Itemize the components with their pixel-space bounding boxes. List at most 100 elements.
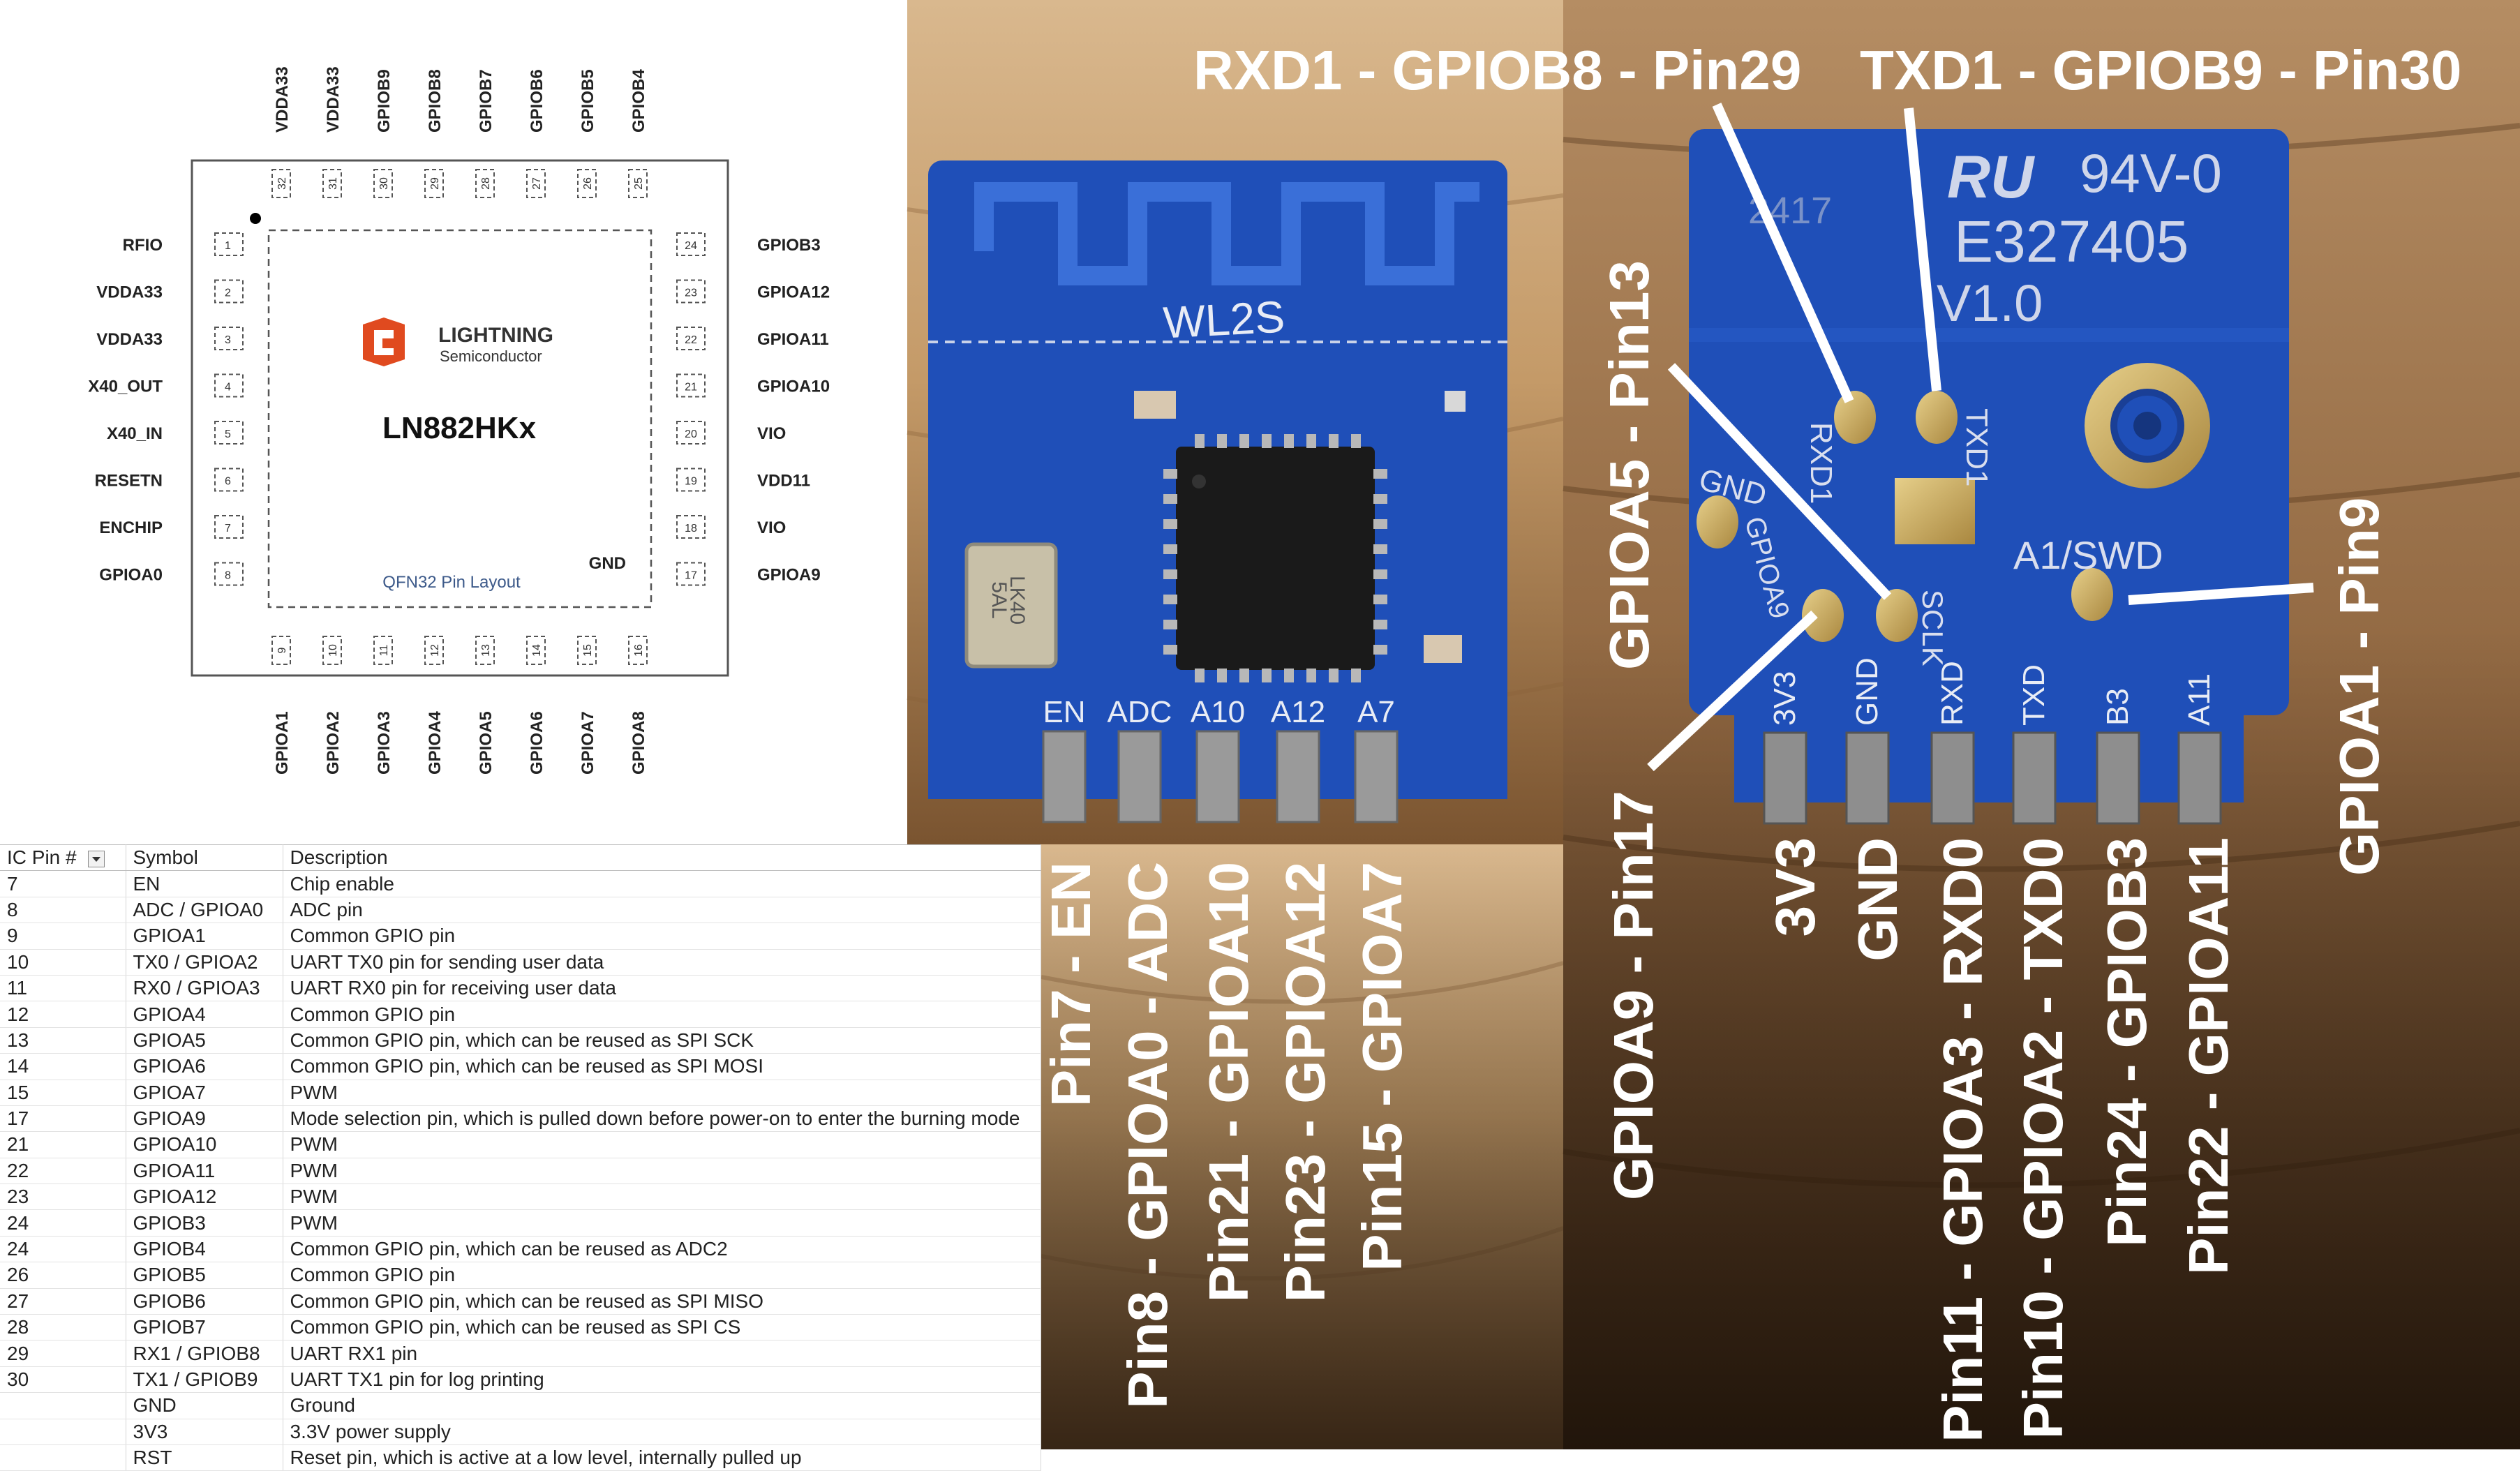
right-pin-name: GPIOB3 — [757, 236, 821, 255]
bottom-pins: 9GPIOA110GPIOA211GPIOA312GPIOA413GPIOA51… — [271, 636, 648, 775]
callout-gpioa5: GPIOA5 - Pin13 — [1598, 260, 1660, 670]
test-pad — [1916, 391, 1958, 444]
right-pin-name: GPIOA12 — [757, 283, 830, 302]
cell-symbol: GPIOA11 — [126, 1158, 283, 1185]
cell-ic-pin: 13 — [0, 1027, 126, 1054]
bottom-pin-pad — [628, 636, 648, 665]
cell-symbol: GPIOB4 — [126, 1236, 283, 1263]
mcu-chip — [1176, 447, 1375, 670]
cell-ic-pin: 14 — [0, 1053, 126, 1080]
left-pin-pad — [214, 232, 244, 256]
right-pin-pad — [676, 232, 706, 256]
crystal-label-1: LK40 — [1006, 576, 1029, 625]
brand-subtitle: Semiconductor — [440, 348, 542, 365]
pad-label-txd1: TXD1 — [1960, 408, 1994, 486]
front-edge-label: A7 — [1357, 695, 1395, 729]
left-pin-name: GPIOA0 — [99, 566, 163, 585]
cell-symbol: GPIOA10 — [126, 1131, 283, 1158]
cell-ic-pin: 23 — [0, 1183, 126, 1211]
left-pin-pad — [214, 279, 244, 304]
cell-symbol: GPIOA4 — [126, 1001, 283, 1028]
bottom-pin-number: 10 — [327, 644, 339, 657]
cell-symbol: RX0 / GPIOA3 — [126, 975, 283, 1002]
cell-symbol: 3V3 — [126, 1419, 283, 1445]
left-pin-pad — [214, 468, 244, 492]
cell-ic-pin: 26 — [0, 1262, 126, 1289]
top-pin-name: GPIOB9 — [375, 69, 394, 133]
cell-ic-pin: 24 — [0, 1236, 126, 1263]
back-edge-fingers — [1763, 731, 2222, 825]
left-pin-number: 7 — [225, 523, 231, 535]
edge-finger — [2096, 731, 2140, 825]
edge-finger — [1042, 730, 1087, 823]
left-pin-name: X40_OUT — [88, 378, 163, 396]
left-pin-name: RFIO — [123, 236, 163, 255]
cell-ic-pin — [0, 1419, 126, 1445]
cell-ic-pin: 24 — [0, 1209, 126, 1237]
right-pin-name: GPIOA9 — [757, 566, 821, 585]
cell-description: Common GPIO pin — [283, 1001, 1041, 1028]
bottom-pin-number: 9 — [276, 647, 288, 653]
cell-symbol: ADC / GPIOA0 — [126, 897, 283, 924]
bottom-pin-name: GPIOA7 — [579, 711, 597, 775]
cell-symbol: RST — [126, 1444, 283, 1471]
center-ground-pad — [1895, 478, 1975, 544]
top-pin-name: GPIOB5 — [579, 69, 597, 133]
top-pins: 32VDDA3331VDDA3330GPIOB929GPIOB828GPIOB7… — [271, 66, 648, 198]
bottom-pin-name: GPIOA8 — [629, 711, 648, 775]
cell-description: Reset pin, which is active at a low leve… — [283, 1444, 1041, 1471]
filter-dropdown-icon[interactable] — [87, 850, 105, 867]
cell-ic-pin: 10 — [0, 949, 126, 976]
left-pin-number: 5 — [225, 428, 231, 440]
bottom-pin-number: 12 — [429, 644, 441, 657]
cell-description: Common GPIO pin — [283, 1262, 1041, 1289]
antenna-label: WL2S — [1162, 292, 1286, 348]
cell-ic-pin: 15 — [0, 1080, 126, 1106]
lightning-logo-icon — [363, 318, 405, 366]
module-back-photo: RU 94V-0 E327405 2417 V1.0 RXD1 TXD1 GND… — [1647, 103, 2314, 825]
test-pad — [2071, 568, 2113, 621]
callout-gpioa9: GPIOA9 - Pin17 — [1602, 791, 1664, 1200]
cell-symbol: TX1 / GPIOB9 — [126, 1366, 283, 1394]
top-pin-number: 31 — [327, 177, 339, 190]
cell-ic-pin: 29 — [0, 1340, 126, 1367]
left-pin-pad — [214, 327, 244, 350]
test-pad — [1802, 589, 1844, 642]
top-pin-name: VDDA33 — [324, 66, 343, 133]
cell-ic-pin: 21 — [0, 1131, 126, 1158]
package-label: QFN32 Pin Layout — [382, 573, 521, 592]
top-pin-number: 26 — [582, 177, 594, 190]
top-pin-number: 28 — [480, 177, 492, 190]
cell-description: ADC pin — [283, 897, 1041, 924]
cell-description: Common GPIO pin — [283, 923, 1041, 950]
test-pad — [1697, 495, 1738, 548]
top-pin-pad — [475, 169, 495, 198]
cell-symbol: GPIOA12 — [126, 1183, 283, 1211]
right-pin-pad — [676, 515, 706, 539]
ul-rating: 94V-0 — [2080, 142, 2222, 204]
top-pin-pad — [373, 169, 393, 198]
bottom-pin-pad — [424, 636, 444, 665]
cell-ic-pin: 12 — [0, 1001, 126, 1028]
back-pin-label: 3V3 — [1764, 837, 1826, 936]
top-pin-number: 25 — [633, 177, 645, 190]
left-pin-name: RESETN — [95, 472, 163, 491]
right-pin-number: 21 — [685, 382, 697, 394]
right-pin-number: 19 — [685, 476, 697, 488]
cell-description: Common GPIO pin, which can be reused as … — [283, 1236, 1041, 1263]
pad-label-rxd1: RXD1 — [1804, 422, 1838, 504]
left-pin-pad — [214, 515, 244, 539]
bottom-pin-number: 14 — [531, 644, 543, 657]
top-pin-name: VDDA33 — [273, 66, 292, 133]
